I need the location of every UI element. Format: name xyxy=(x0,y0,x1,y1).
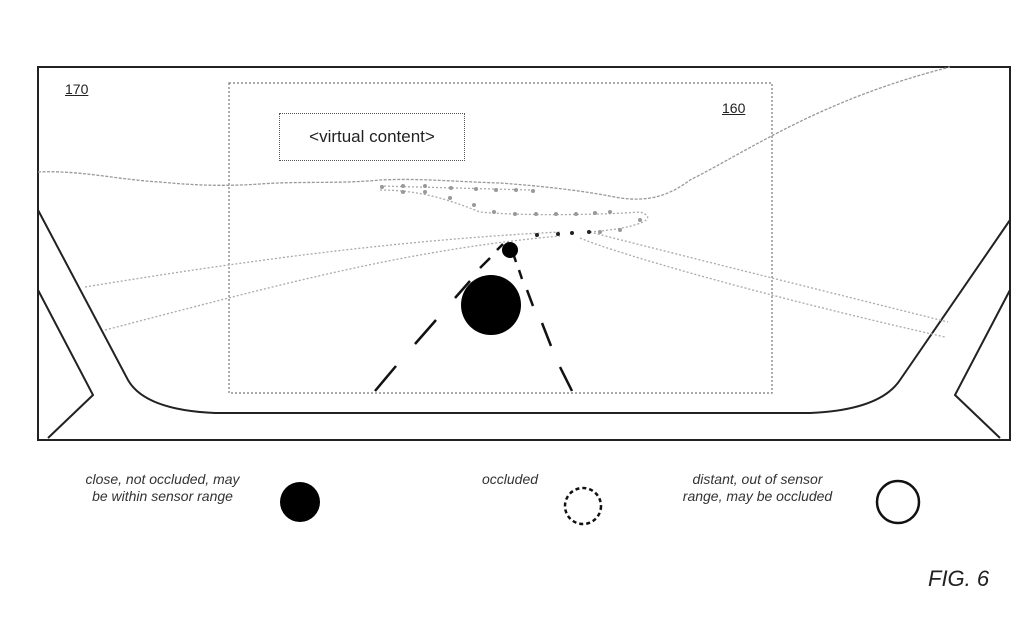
near-track-points xyxy=(535,230,591,237)
legend-close-text: close, not occluded, may be within senso… xyxy=(55,471,270,505)
legend-dashed-circle-icon xyxy=(563,486,603,526)
close-object-marker-small xyxy=(502,242,518,258)
display-region xyxy=(228,82,773,394)
distant-track-points xyxy=(380,184,642,234)
display-reference-label: 160 xyxy=(722,100,746,116)
legend-line: range, may be occluded xyxy=(682,488,833,504)
horizon-terrain xyxy=(37,66,951,200)
road-edges xyxy=(84,185,949,338)
legend-occluded-text: occluded xyxy=(450,471,570,488)
legend-line: distant, out of sensor xyxy=(692,471,823,487)
legend-distant-text: distant, out of sensor range, may be occ… xyxy=(660,471,855,505)
lane-dashes xyxy=(374,243,574,392)
legend-line: close, not occluded, may xyxy=(85,471,240,487)
left-pillar xyxy=(37,289,95,439)
dashboard-outline xyxy=(37,209,1011,414)
legend-open-circle-icon xyxy=(875,479,921,525)
legend-filled-circle-icon xyxy=(280,482,320,522)
figure-label: FIG. 6 xyxy=(928,566,990,591)
legend-line: occluded xyxy=(481,471,539,487)
virtual-content-box: <virtual content> xyxy=(279,113,465,161)
close-object-marker xyxy=(461,275,521,335)
view-frame xyxy=(37,66,1011,441)
right-pillar xyxy=(953,289,1011,439)
legend-line: be within sensor range xyxy=(92,488,233,504)
view-reference-label: 170 xyxy=(65,81,89,97)
